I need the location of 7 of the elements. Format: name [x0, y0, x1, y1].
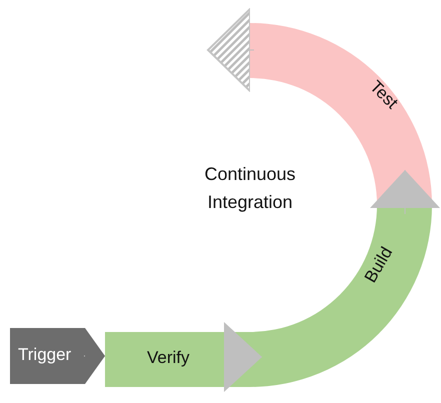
arrow — [207, 8, 254, 92]
center-label: Continuous Integration — [203, 163, 297, 214]
arrow — [84, 328, 106, 384]
step-label: Verify — [147, 348, 190, 368]
arrow — [224, 322, 262, 392]
arrow — [370, 170, 440, 214]
step-label: Trigger — [18, 345, 72, 365]
